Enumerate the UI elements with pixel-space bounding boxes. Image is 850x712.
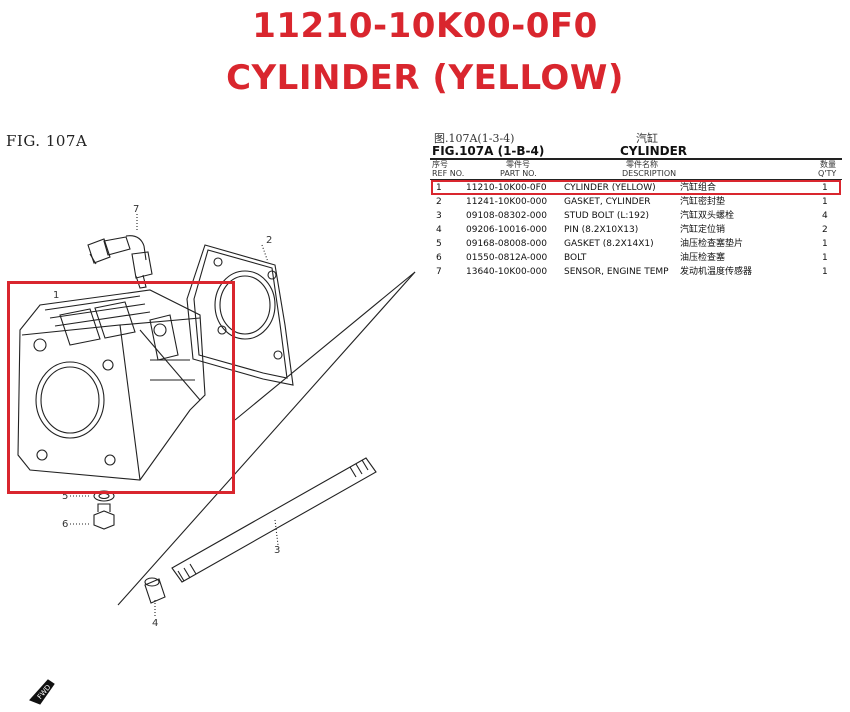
table-row[interactable]: 7 13640-10K00-000 SENSOR, ENGINE TEMP 发动… — [430, 265, 842, 279]
selected-row-highlight-box — [431, 180, 841, 195]
exploded-diagram: 7 2 1 5 6 3 4 FWD — [17, 204, 416, 705]
callout-1: 1 — [53, 290, 59, 301]
table-row[interactable]: 3 09108-08302-000 STUD BOLT (L:192) 汽缸双头… — [430, 209, 842, 223]
table-figure: FIG.107A (1-B-4) — [432, 144, 545, 158]
callout-2: 2 — [266, 235, 272, 246]
table-row[interactable]: 5 09168-08008-000 GASKET (8.2X14X1) 油压检查… — [430, 237, 842, 251]
parts-table: 图.107A(1-3-4) 汽缸 FIG.107A (1-B-4) CYLIND… — [430, 130, 844, 277]
row-ref: 7 — [436, 267, 442, 277]
oil-check-bolt-icon — [93, 503, 115, 530]
row-description: GASKET (8.2X14X1) — [564, 239, 654, 249]
row-ref: 5 — [436, 239, 442, 249]
header-rule-top — [430, 158, 842, 160]
row-description-cn: 汽缸组合 — [680, 183, 717, 193]
row-ref: 3 — [436, 211, 442, 221]
row-description-cn: 油压检查塞垫片 — [680, 239, 744, 249]
part-number-title: 11210-10K00-0F0 — [252, 6, 598, 46]
table-title-cn: 汽缸 — [636, 132, 658, 145]
row-description-cn: 汽缸双头螺栓 — [680, 211, 735, 221]
callout-7: 7 — [133, 204, 139, 215]
row-part-no: 09168-08008-000 — [466, 239, 547, 249]
part-name-title: CYLINDER (YELLOW) — [226, 58, 624, 98]
callout-6: 6 — [62, 519, 68, 530]
row-qty: 1 — [822, 267, 828, 277]
header-rule-bottom — [430, 179, 842, 180]
header-part-cn: 零件号 — [506, 160, 530, 169]
row-description: BOLT — [564, 253, 587, 263]
row-description-cn: 汽缸密封垫 — [680, 197, 726, 207]
header-part: PART NO. — [500, 169, 537, 178]
row-part-no: 11210-10K00-0F0 — [466, 183, 547, 193]
row-part-no: 01550-0812A-000 — [466, 253, 548, 263]
row-ref: 6 — [436, 253, 442, 263]
row-description: STUD BOLT (L:192) — [564, 211, 650, 221]
row-part-no: 09206-10016-000 — [466, 225, 547, 235]
row-qty: 4 — [822, 211, 828, 221]
header-qty-cn: 数量 — [820, 160, 836, 169]
row-description-cn: 发动机温度传感器 — [680, 267, 753, 277]
callout-5: 5 — [62, 491, 68, 502]
row-ref: 1 — [436, 183, 442, 193]
header-qty: Q'TY — [818, 169, 837, 178]
row-description-cn: 汽缸定位销 — [680, 225, 726, 235]
table-row[interactable]: 4 09206-10016-000 PIN (8.2X10X13) 汽缸定位销 … — [430, 223, 842, 237]
cylinder-block-icon — [17, 289, 206, 481]
stud-bolt-icon — [171, 457, 377, 583]
row-description-cn: 油压检查塞 — [680, 253, 726, 263]
header-desc-cn: 零件名称 — [626, 160, 658, 169]
cylinder-highlight-box — [7, 281, 235, 494]
table-row[interactable]: 1 11210-10K00-0F0 CYLINDER (YELLOW) 汽缸组合… — [430, 181, 842, 195]
table-row[interactable]: 2 11241-10K00-000 GASKET, CYLINDER 汽缸密封垫… — [430, 195, 842, 209]
callout-4: 4 — [152, 618, 158, 629]
header-ref: REF NO. — [432, 169, 465, 178]
row-description: PIN (8.2X10X13) — [564, 225, 639, 235]
row-description: SENSOR, ENGINE TEMP — [564, 267, 669, 277]
figure-label: FIG. 107A — [6, 132, 88, 150]
row-ref: 2 — [436, 197, 442, 207]
header-ref-cn: 序号 — [432, 160, 448, 169]
row-description: CYLINDER (YELLOW) — [564, 183, 656, 193]
row-qty: 1 — [822, 183, 828, 193]
header-desc: DESCRIPTION — [622, 169, 677, 178]
row-qty: 1 — [822, 239, 828, 249]
row-qty: 1 — [822, 253, 828, 263]
row-qty: 1 — [822, 197, 828, 207]
table-row[interactable]: 6 01550-0812A-000 BOLT 油压检查塞 1 — [430, 251, 842, 265]
table-figure-cn: 图.107A(1-3-4) — [434, 132, 515, 145]
row-description: GASKET, CYLINDER — [564, 197, 651, 207]
table-title: CYLINDER — [620, 144, 688, 158]
fwd-arrow-icon — [29, 679, 55, 705]
row-part-no: 09108-08302-000 — [466, 211, 547, 221]
row-qty: 2 — [822, 225, 828, 235]
row-ref: 4 — [436, 225, 442, 235]
row-part-no: 11241-10K00-000 — [466, 197, 548, 207]
callout-3: 3 — [274, 545, 280, 556]
row-part-no: 13640-10K00-000 — [466, 267, 548, 277]
dowel-pin-icon — [144, 577, 166, 604]
